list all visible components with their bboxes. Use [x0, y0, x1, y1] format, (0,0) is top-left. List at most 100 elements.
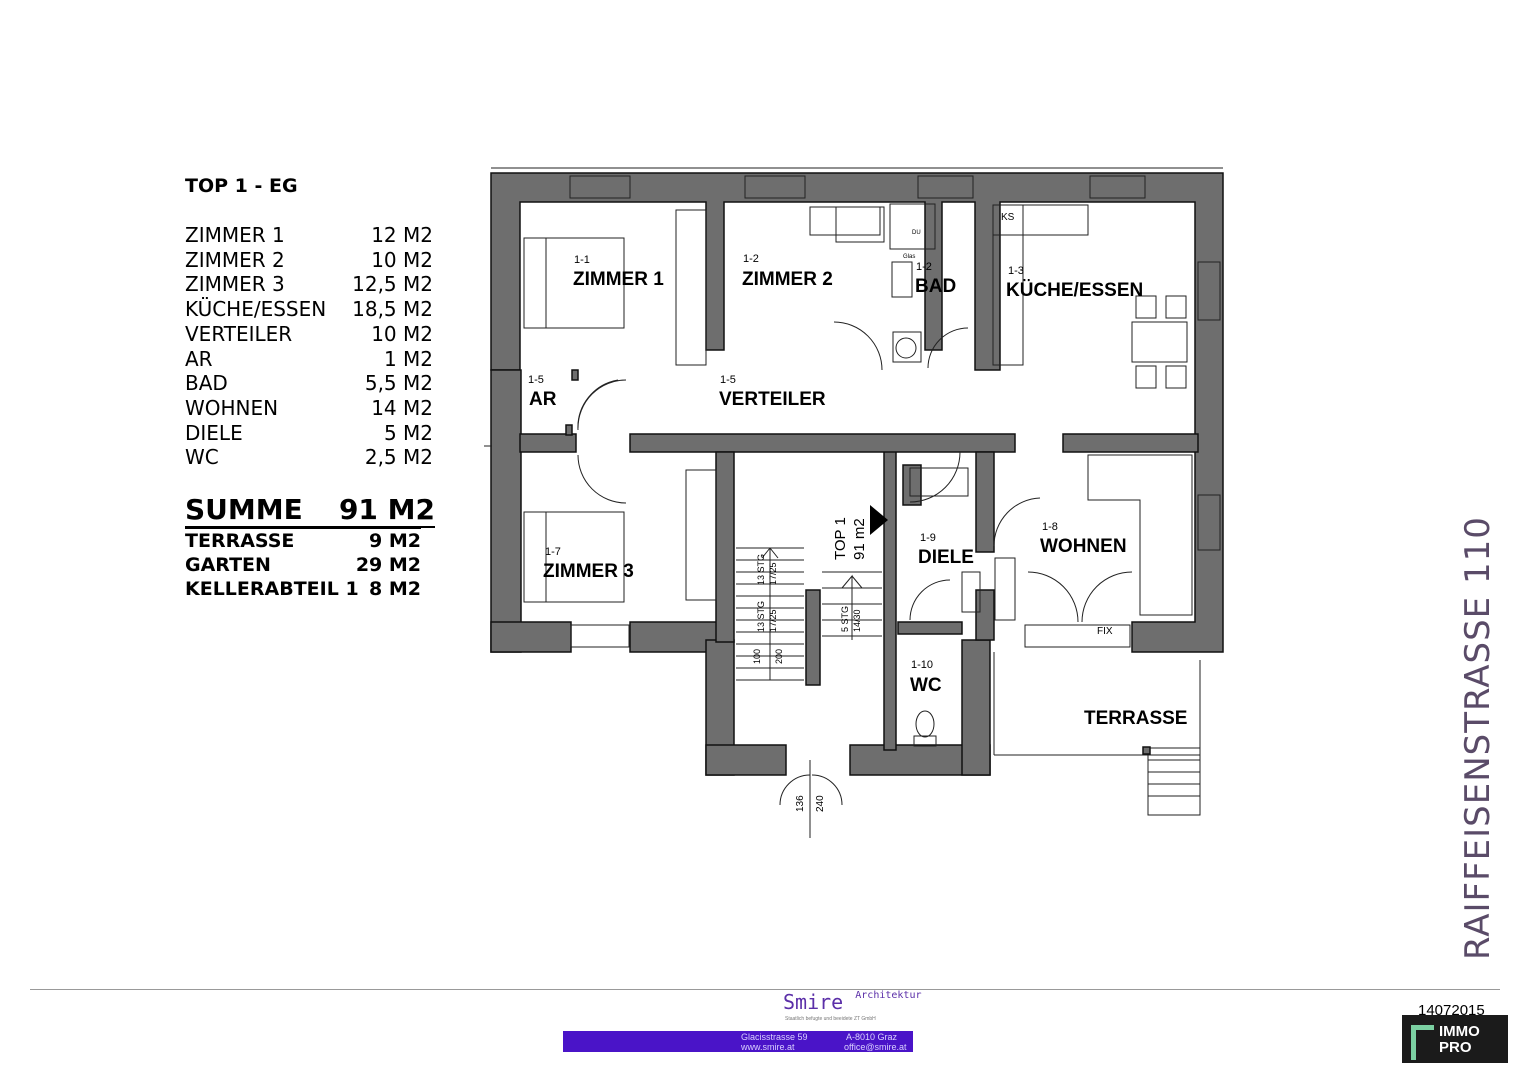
walls [490, 172, 1224, 776]
kueche-num: 1-3 [1008, 265, 1024, 277]
legend-room-name: ZIMMER 2 [185, 247, 285, 272]
verteiler-label: VERTEILER [719, 389, 826, 410]
dim-136: 136 [795, 795, 806, 812]
diele-label: DIELE [918, 547, 974, 568]
zimmer1-num: 1-1 [574, 254, 590, 266]
legend-row: ZIMMER 2 10 M2 [185, 248, 445, 273]
zimmer3-label: ZIMMER 3 [543, 561, 634, 582]
architect-contact-bar: Glacisstrasse 59 A-8010 Graz www.smire.a… [563, 1031, 913, 1052]
legend-extra-area: 9 M2 [369, 530, 421, 553]
bad-num: 1-2 [916, 261, 932, 273]
legend-room-area: 5,5 M2 [364, 371, 433, 396]
zimmer1-label: ZIMMER 1 [573, 269, 664, 290]
stair2b-label: 17/25 [768, 609, 778, 632]
legend-row: DIELE 5 M2 [185, 421, 445, 446]
entry-area-label: 91 m2 [851, 518, 868, 560]
dimension-lines [484, 167, 1223, 838]
entry-arrow-icon [870, 505, 888, 535]
wc-label: WC [910, 675, 942, 696]
legend-room-area: 12 M2 [371, 223, 433, 247]
ks-label: KS [1001, 212, 1015, 223]
legend-extra-row: KELLERABTEIL 1 8 M2 [185, 577, 421, 601]
legend-extra-row: GARTEN 29 M2 [185, 553, 421, 577]
legend-row: VERTEILER 10 M2 [185, 322, 445, 347]
du-label: DU [912, 230, 921, 236]
immopro-logo: IMMO PRO [1402, 1015, 1508, 1063]
legend-room-area: 18,5 M2 [352, 297, 433, 322]
legend-extra-area: 29 M2 [355, 554, 421, 577]
stair1-label: 13 STG [756, 554, 766, 585]
legend-extra-row: TERRASSE 9 M2 [185, 528, 421, 553]
sum-label: SUMME [185, 493, 303, 527]
legend-room-area: 10 M2 [371, 321, 433, 346]
brand-sub: Architektur [855, 990, 922, 1001]
web-text: www.smire.at [741, 1042, 795, 1052]
legend-room-name: AR [185, 346, 213, 371]
zimmer2-label: ZIMMER 2 [742, 269, 833, 290]
legend-row: AR 1 M2 [185, 347, 445, 372]
city-text: A-8010 Graz [846, 1032, 898, 1042]
dim-100: 100 [752, 649, 762, 664]
stair1b-label: 17/25 [768, 562, 778, 585]
legend-extra-name: KELLERABTEIL 1 [185, 578, 359, 601]
immopro-mark-icon [1411, 1025, 1434, 1060]
legend-room-name: BAD [185, 371, 228, 396]
stairs [736, 547, 1201, 816]
fix-label: FIX [1097, 626, 1113, 637]
terrasse-label: TERRASSE [1084, 708, 1187, 729]
stair3b-label: 14/30 [852, 609, 862, 632]
legend-extra-name: GARTEN [185, 554, 271, 577]
legend-room-name: VERTEILER [185, 321, 293, 346]
legend-row: WC 2,5 M2 [185, 445, 445, 470]
legend-room-name: WC [185, 445, 219, 470]
brand-tagline: Staatlich befugte und beeidete ZT GmbH [785, 1016, 876, 1022]
legend-room-name: DIELE [185, 420, 243, 445]
email-text: office@smire.at [844, 1042, 907, 1052]
legend-extra-area: 8 M2 [369, 578, 421, 601]
stair2-label: 13 STG [756, 601, 766, 632]
architect-brand: Smire Architektur [783, 990, 922, 1014]
legend-title: TOP 1 - EG [185, 175, 298, 197]
dim-240: 240 [815, 795, 826, 812]
zimmer3-num: 1-7 [545, 546, 561, 558]
ar-num: 1-5 [528, 374, 544, 386]
street-address: RAIFFEISENSTRASSE 110 [1458, 516, 1498, 960]
wohnen-num: 1-8 [1042, 521, 1058, 533]
plan-date: 14072015 [1418, 1002, 1485, 1019]
doors [577, 321, 1133, 806]
legend-extra-name: TERRASSE [185, 530, 295, 553]
legend-room-area: 1 M2 [383, 346, 433, 371]
brand-name: Smire [783, 990, 844, 1014]
logo-line1: IMMO [1439, 1023, 1480, 1040]
zimmer2-num: 1-2 [743, 253, 759, 265]
wohnen-label: WOHNEN [1040, 536, 1127, 557]
logo-line2: PRO [1439, 1039, 1472, 1056]
legend-room-area: 10 M2 [371, 247, 433, 272]
legend-row: ZIMMER 3 12,5 M2 [185, 272, 445, 297]
glas-label: Glas [903, 254, 915, 260]
entry-top-label: TOP 1 [832, 517, 849, 560]
legend-room-name: ZIMMER 3 [185, 272, 285, 297]
windows [569, 175, 1221, 648]
sum-value: 91 M2 [338, 493, 435, 527]
legend-sum: SUMME 91 M2 [185, 493, 435, 529]
legend-room-area: 12,5 M2 [352, 272, 433, 297]
legend-room-name: WOHNEN [185, 395, 279, 420]
kueche-label: KÜCHE/ESSEN [1006, 280, 1143, 301]
footer-divider [30, 989, 1500, 990]
verteiler-num: 1-5 [720, 374, 736, 386]
stair3-label: 5 STG [840, 606, 850, 632]
dim-200: 200 [774, 649, 784, 664]
bad-label: BAD [915, 276, 956, 297]
wc-num: 1-10 [911, 659, 933, 671]
legend-room-area: 5 M2 [383, 420, 433, 445]
diele-num: 1-9 [920, 532, 936, 544]
legend-room-area: 2,5 M2 [364, 445, 433, 470]
furniture [523, 203, 1193, 747]
